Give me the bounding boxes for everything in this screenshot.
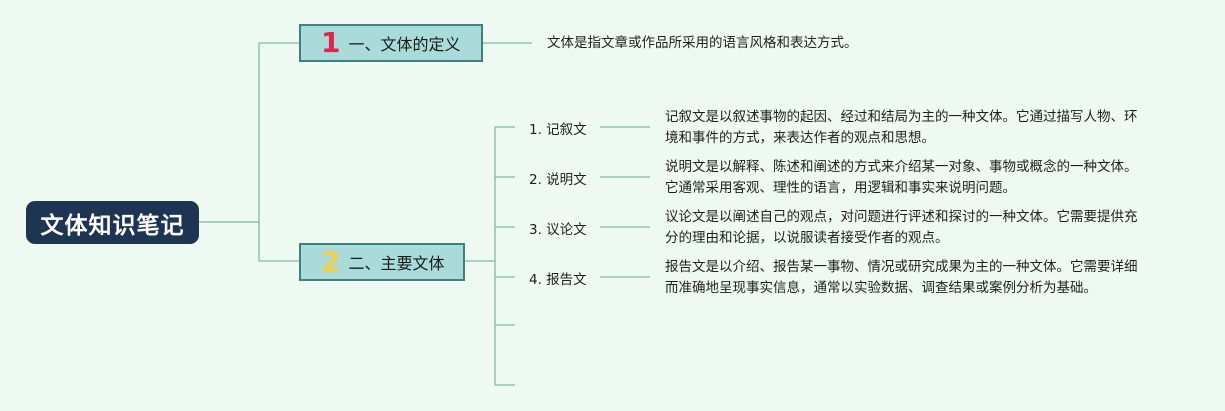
type-description-1-line-1: 记叙文是以叙述事物的起因、经过和结局为主的一种文体。它通过描写人物、环 <box>665 109 1138 125</box>
branch-number-1: 1 <box>321 26 341 59</box>
type-description-3: 议论文是以阐述自己的观点，对问题进行评述和探讨的一种文体。它需要提供充 分的理由… <box>665 207 1165 249</box>
definition-text: 文体是指文章或作品所采用的语言风格和表达方式。 <box>547 35 858 51</box>
type-description-3-line-2: 分的理由和论据，以说服读者接受作者的观点。 <box>665 230 949 246</box>
type-description-2: 说明文是以解释、陈述和阐述的方式来介绍某一对象、事物或概念的一种文体。 它通常采… <box>665 157 1165 199</box>
type-label-3[interactable]: 3. 议论文 <box>529 222 587 238</box>
type-description-4: 报告文是以介绍、报告某一事物、情况或研究成果为主的一种文体。它需要详细 而准确地… <box>665 257 1165 299</box>
root-title: 文体知识笔记 <box>40 212 185 239</box>
type-description-1: 记叙文是以叙述事物的起因、经过和结局为主的一种文体。它通过描写人物、环 境和事件… <box>665 107 1165 149</box>
type-description-1-line-2: 境和事件的方式，来表达作者的观点和思想。 <box>665 130 935 146</box>
type-description-3-line-1: 议论文是以阐述自己的观点，对问题进行评述和探讨的一种文体。它需要提供充 <box>665 209 1138 225</box>
branch-definition[interactable]: 1 一、文体的定义 <box>299 24 483 62</box>
connector-types-spine <box>465 127 496 385</box>
type-description-4-line-1: 报告文是以介绍、报告某一事物、情况或研究成果为主的一种文体。它需要详细 <box>665 259 1138 275</box>
branch-title-1: 一、文体的定义 <box>348 35 461 54</box>
type-label-4[interactable]: 4. 报告文 <box>529 272 587 288</box>
branch-number-2: 2 <box>321 245 341 278</box>
type-description-2-line-1: 说明文是以解释、陈述和阐述的方式来介绍某一对象、事物或概念的一种文体。 <box>665 159 1138 175</box>
branch-main-types[interactable]: 2 二、主要文体 <box>299 243 465 281</box>
branch-title-2: 二、主要文体 <box>348 254 445 273</box>
root-node[interactable]: 文体知识笔记 <box>26 201 199 244</box>
type-label-1[interactable]: 1. 记叙文 <box>529 122 587 138</box>
type-description-2-line-2: 它通常采用客观、理性的语言，用逻辑和事实来说明问题。 <box>665 180 1016 196</box>
type-description-4-line-2: 而准确地呈现事实信息，通常以实验数据、调查结果或案例分析为基础。 <box>665 280 1097 296</box>
type-label-2[interactable]: 2. 说明文 <box>529 172 587 188</box>
connector-root <box>199 42 299 262</box>
